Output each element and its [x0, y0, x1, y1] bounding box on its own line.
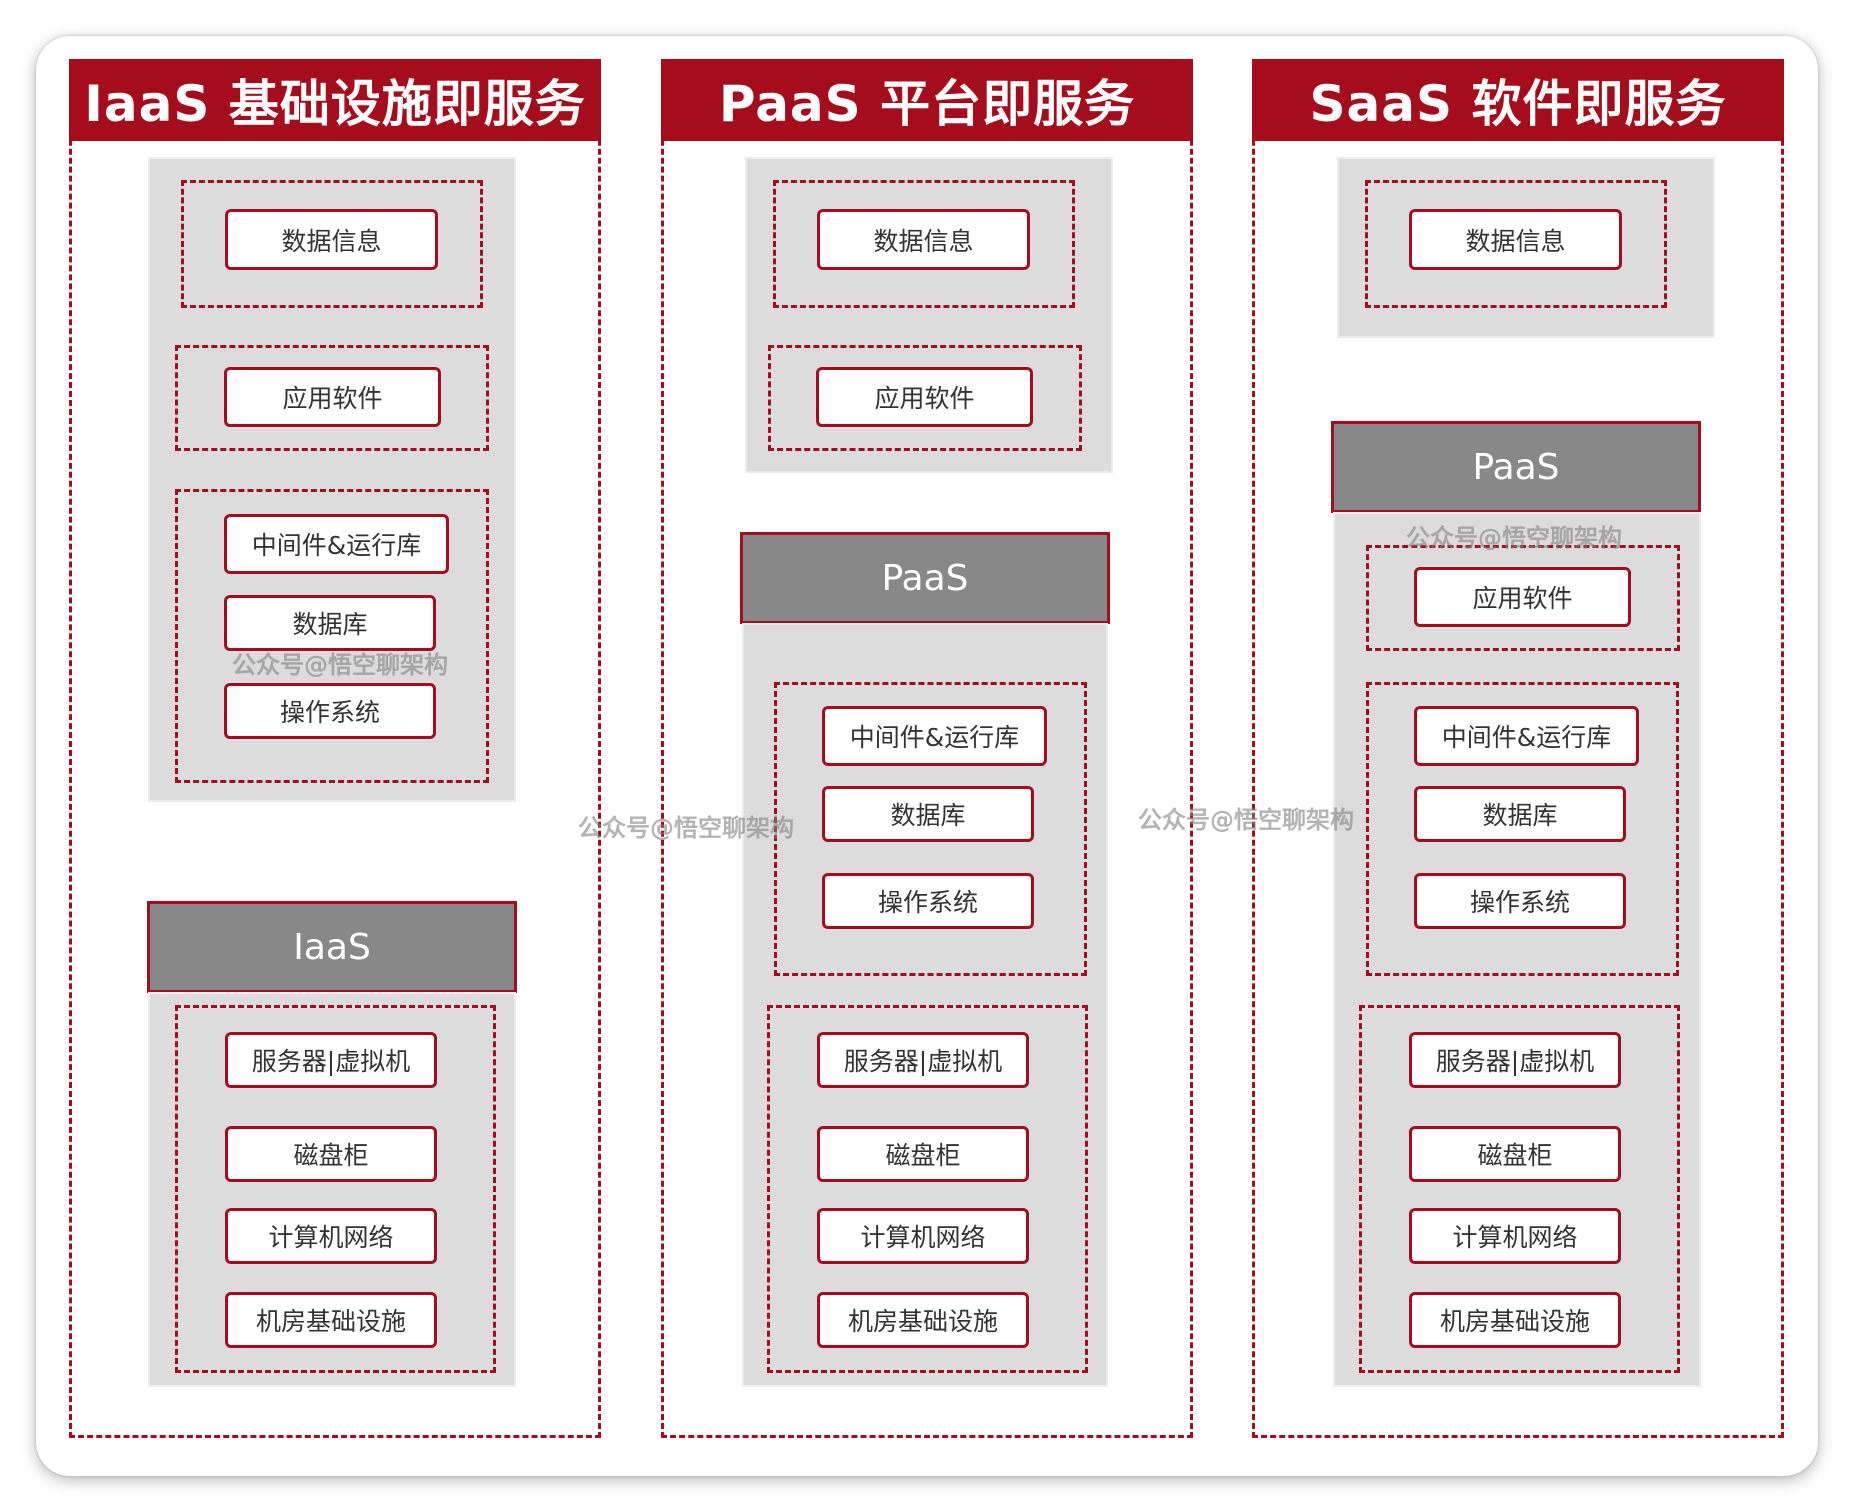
- paas-runtime-group: [774, 682, 1087, 976]
- iaas-server-item: 服务器|虚拟机: [225, 1032, 437, 1088]
- saas-data-item: 数据信息: [1409, 209, 1622, 270]
- paas-app-item: 应用软件: [816, 367, 1033, 427]
- paas-disk-item: 磁盘柜: [817, 1126, 1029, 1182]
- saas-infra-group: [1359, 1005, 1680, 1373]
- paas-infra-group: [767, 1005, 1088, 1373]
- watermark: 公众号@悟空聊架构: [1406, 524, 1622, 552]
- iaas-layer-bar: IaaS: [147, 901, 517, 993]
- watermark: 公众号@悟空聊架构: [578, 814, 794, 842]
- iaas-data-item: 数据信息: [225, 209, 438, 270]
- saas-datacenter-item: 机房基础设施: [1409, 1292, 1621, 1348]
- iaas-database-item: 数据库: [224, 595, 436, 651]
- paas-app-group: [768, 345, 1082, 451]
- paas-middleware-item: 中间件&运行库: [822, 706, 1047, 766]
- paas-layer-bar: PaaS: [740, 532, 1110, 624]
- saas-database-item: 数据库: [1414, 786, 1626, 842]
- saas-layer-bar: PaaS: [1331, 421, 1701, 513]
- iaas-infra-group: [175, 1005, 496, 1373]
- iaas-disk-item: 磁盘柜: [225, 1126, 437, 1182]
- iaas-column: IaaS 基础设施即服务: [69, 59, 601, 1438]
- iaas-runtime-group: [175, 489, 489, 783]
- iaas-middleware-item: 中间件&运行库: [224, 514, 449, 574]
- paas-network-item: 计算机网络: [817, 1208, 1029, 1264]
- iaas-data-group: [181, 180, 483, 308]
- saas-runtime-group: [1366, 682, 1679, 976]
- saas-server-item: 服务器|虚拟机: [1409, 1032, 1621, 1088]
- paas-database-item: 数据库: [822, 786, 1034, 842]
- paas-os-item: 操作系统: [822, 873, 1034, 929]
- iaas-app-group: [175, 345, 489, 451]
- paas-column: PaaS 平台即服务: [661, 59, 1193, 1438]
- saas-network-item: 计算机网络: [1409, 1208, 1621, 1264]
- iaas-app-item: 应用软件: [224, 367, 441, 427]
- paas-datacenter-item: 机房基础设施: [817, 1292, 1029, 1348]
- paas-server-item: 服务器|虚拟机: [817, 1032, 1029, 1088]
- iaas-network-item: 计算机网络: [225, 1208, 437, 1264]
- saas-app-group: [1366, 545, 1680, 651]
- saas-disk-item: 磁盘柜: [1409, 1126, 1621, 1182]
- saas-middleware-item: 中间件&运行库: [1414, 706, 1639, 766]
- iaas-datacenter-item: 机房基础设施: [225, 1292, 437, 1348]
- saas-app-item: 应用软件: [1414, 567, 1631, 627]
- saas-column-title: SaaS 软件即服务: [1252, 59, 1784, 141]
- iaas-os-item: 操作系统: [224, 683, 436, 739]
- saas-column: SaaS 软件即服务: [1252, 59, 1784, 1438]
- saas-data-group: [1365, 180, 1667, 308]
- watermark: 公众号@悟空聊架构: [1138, 806, 1354, 834]
- saas-os-item: 操作系统: [1414, 873, 1626, 929]
- paas-data-group: [773, 180, 1075, 308]
- paas-column-title: PaaS 平台即服务: [661, 59, 1193, 141]
- watermark: 公众号@悟空聊架构: [232, 651, 448, 679]
- paas-data-item: 数据信息: [817, 209, 1030, 270]
- iaas-column-title: IaaS 基础设施即服务: [69, 59, 601, 141]
